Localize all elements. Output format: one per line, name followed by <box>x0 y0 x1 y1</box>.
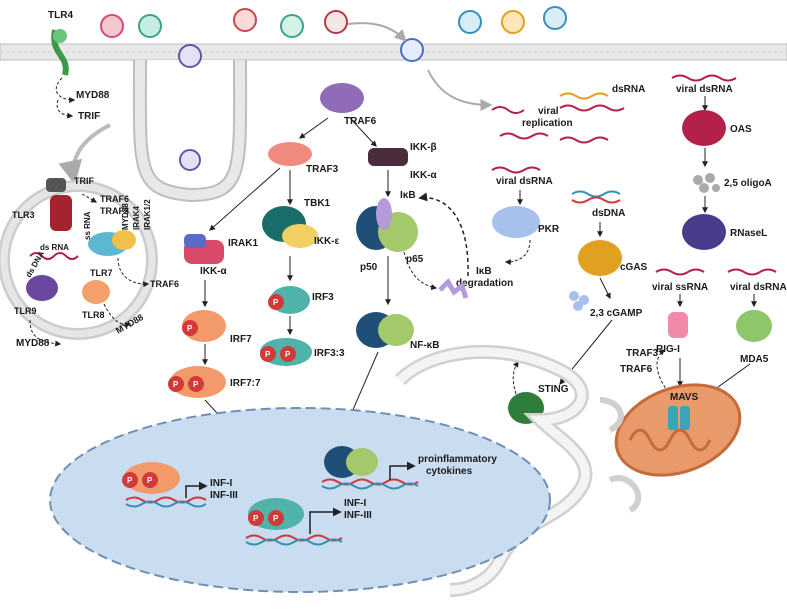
ikb-label: IκB <box>400 190 416 201</box>
nuc-irf7-phospho-1: P <box>127 476 133 485</box>
viral-replication-1: viral <box>538 106 559 117</box>
myd88-vertical: MYD88 <box>121 203 130 230</box>
ss-rna-label: ss RNA <box>83 211 92 240</box>
cgamp-label: 2,3 cGAMP <box>590 308 643 319</box>
irf3-label: IRF3 <box>312 292 334 303</box>
traf-cascade: TRAF6 TRAF3 IKK-β IKK-α <box>209 83 438 231</box>
tbk1-mid-label: TBK1 <box>304 198 331 209</box>
irak12-vertical: IRAK1/2 <box>143 199 152 230</box>
inf3-a-label: INF-III <box>210 490 238 501</box>
tlr9-label: TLR9 <box>14 306 37 316</box>
nuc-irf3-phospho-2: P <box>273 514 279 523</box>
tlr4-receptor: TLR4 MYD88 TRIF <box>48 10 110 122</box>
nfkb-branch: IκB p50 p65 IκB degradation NF-κB <box>325 190 513 474</box>
rlr-pathway: viral ssRNA RIG-I viral dsRNA MDA5 TRAF3… <box>614 268 787 477</box>
traf6-mavs-label: TRAF6 <box>620 364 653 375</box>
ikk-beta-label: IKK-β <box>410 142 437 153</box>
cytokines-label: cytokines <box>426 466 473 477</box>
irf7-phospho: P <box>187 324 193 333</box>
viral-replication-2: replication <box>522 118 573 129</box>
irf7-branch: IRAK1 IKK-α P IRF7 P P IRF7:7 <box>168 234 267 467</box>
proinflammatory-label: proinflammatory <box>418 454 497 465</box>
traf3-mavs-label: TRAF3 <box>626 348 659 359</box>
myd88-label-top: MYD88 <box>76 90 110 101</box>
irf33-label: IRF3:3 <box>314 348 345 359</box>
endoplasmic-reticulum <box>395 344 642 597</box>
irf77-label: IRF7:7 <box>230 378 261 389</box>
dsrna-label: dsRNA <box>612 84 645 95</box>
mavs-label: MAVS <box>670 392 698 403</box>
ikb-degradation-1: IκB <box>476 266 492 277</box>
sting-label: STING <box>538 384 569 395</box>
irf7-label: IRF7 <box>230 334 252 345</box>
ikk-alpha-label: IKK-α <box>200 266 228 277</box>
irf33-phospho-2: P <box>285 350 291 359</box>
nuc-irf3-phospho-1: P <box>253 514 259 523</box>
tlr3-label: TLR3 <box>12 210 35 220</box>
traf6-label: TRAF6 <box>344 116 377 127</box>
oas-label: OAS <box>730 124 752 135</box>
trif-label-top: TRIF <box>78 111 100 122</box>
inf3-b-label: INF-III <box>344 510 372 521</box>
viral-dsrna-pkr: viral dsRNA <box>496 176 553 187</box>
irf33-phospho-1: P <box>265 350 271 359</box>
irf77-phospho-2: P <box>193 380 199 389</box>
dsdna-label: dsDNA <box>592 208 625 219</box>
inf1-b-label: INF-I <box>344 498 366 509</box>
irf77-phospho-1: P <box>173 380 179 389</box>
ikk-epsilon-label: IKK-ε <box>314 236 340 247</box>
mda5-label: MDA5 <box>740 354 769 365</box>
tlr8-label: TLR8 <box>82 310 105 320</box>
inf1-a-label: INF-I <box>210 478 232 489</box>
pkr-label: PKR <box>538 224 560 235</box>
ikk-alpha-top-label: IKK-α <box>410 170 438 181</box>
tlr7-label: TLR7 <box>90 268 113 278</box>
endosome: TRIF TRAF6 TRAF3 TLR3 ds RNA MYD88 IRAK4… <box>0 123 179 349</box>
ikb-degradation-2: degradation <box>456 278 513 289</box>
rnasel-label: RNaseL <box>730 228 767 239</box>
nuc-irf7-phospho-2: P <box>147 476 153 485</box>
traf3-label: TRAF3 <box>306 164 339 175</box>
tlr4-label: TLR4 <box>48 10 73 21</box>
myd88-bottom-left: MYD88 <box>16 338 50 349</box>
rigi-label: RIG-I <box>656 344 680 355</box>
nucleus: P P INF-I INF-III P P INF-I INF-III proi… <box>49 407 551 593</box>
traf6-endo-label: TRAF6 <box>100 194 129 204</box>
irak1-label: IRAK1 <box>228 238 258 249</box>
traf3-endo-label: TRAF3 <box>100 206 129 216</box>
oligoa-label: 2,5 oligoA <box>724 178 772 189</box>
trif-endo-label: TRIF <box>74 176 94 186</box>
viral-replication: dsRNA viral replication <box>491 84 645 144</box>
viral-ssrna-label: viral ssRNA <box>652 282 708 293</box>
oas-pathway: viral dsRNA OAS 2,5 oligoA RNaseL <box>671 74 772 250</box>
viral-dsrna-oas: viral dsRNA <box>676 84 733 95</box>
virus-row <box>100 6 567 171</box>
p50-label: p50 <box>360 262 378 273</box>
nfkb-label: NF-κB <box>410 340 439 351</box>
viral-dsrna-mda5: viral dsRNA <box>730 282 787 293</box>
irf3-branch: TBK1 IKK-ε P IRF3 P P IRF3:3 <box>258 198 345 443</box>
cgas-label: cGAS <box>620 262 648 273</box>
pkr-pathway: viral dsRNA PKR <box>491 166 560 265</box>
ds-rna-label: ds RNA <box>40 243 69 252</box>
p65-label: p65 <box>406 254 424 265</box>
irak4-vertical: IRAK4 <box>132 205 141 230</box>
traf6-endo2-label: TRAF6 <box>150 279 179 289</box>
irf3-phospho: P <box>273 298 279 307</box>
plasma-membrane <box>0 43 787 203</box>
